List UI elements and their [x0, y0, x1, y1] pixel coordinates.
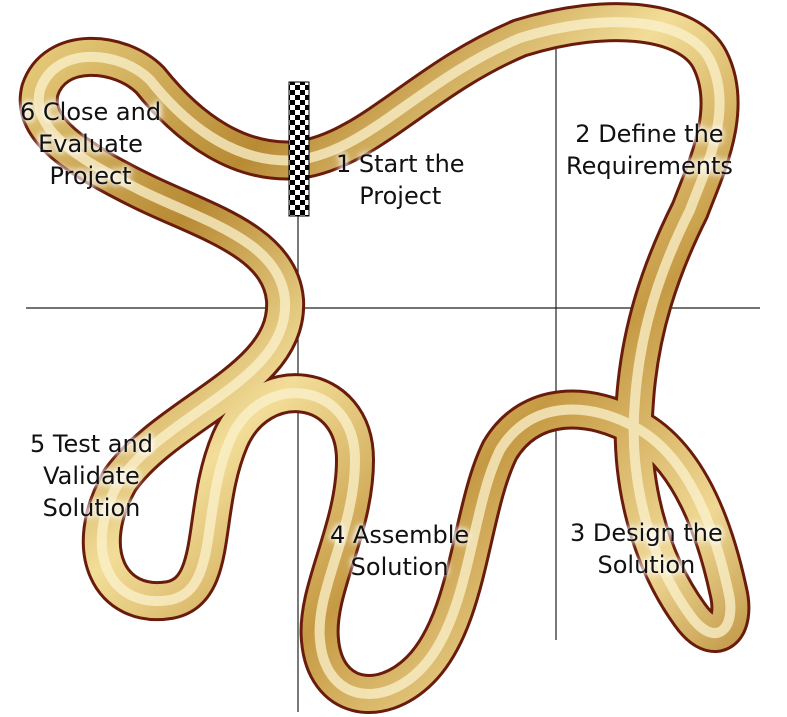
- stage-3-line-1: 3 Design the: [570, 517, 723, 549]
- stage-6-label: 6 Close and Evaluate Project: [20, 96, 161, 192]
- stage-2-line-1: 2 Define the: [566, 118, 733, 150]
- stage-6-line-1: 6 Close and: [20, 96, 161, 128]
- stage-5-line-3: Solution: [30, 492, 153, 524]
- stage-1-line-1: 1 Start the: [336, 148, 465, 180]
- stage-4-label: 4 Assemble Solution: [330, 519, 469, 583]
- stage-5-label: 5 Test and Validate Solution: [30, 428, 153, 524]
- stage-1-line-2: Project: [336, 180, 465, 212]
- stage-2-line-2: Requirements: [566, 150, 733, 182]
- stage-4-line-2: Solution: [330, 551, 469, 583]
- stage-5-line-1: 5 Test and: [30, 428, 153, 460]
- stage-3-label: 3 Design the Solution: [570, 517, 723, 581]
- stage-2-label: 2 Define the Requirements: [566, 118, 733, 182]
- stage-6-line-3: Project: [20, 160, 161, 192]
- stage-1-label: 1 Start the Project: [336, 148, 465, 212]
- stage-4-line-1: 4 Assemble: [330, 519, 469, 551]
- stage-5-line-2: Validate: [30, 460, 153, 492]
- stage-6-line-2: Evaluate: [20, 128, 161, 160]
- stage-3-line-2: Solution: [570, 549, 723, 581]
- checkered-flag-icon: [289, 82, 309, 216]
